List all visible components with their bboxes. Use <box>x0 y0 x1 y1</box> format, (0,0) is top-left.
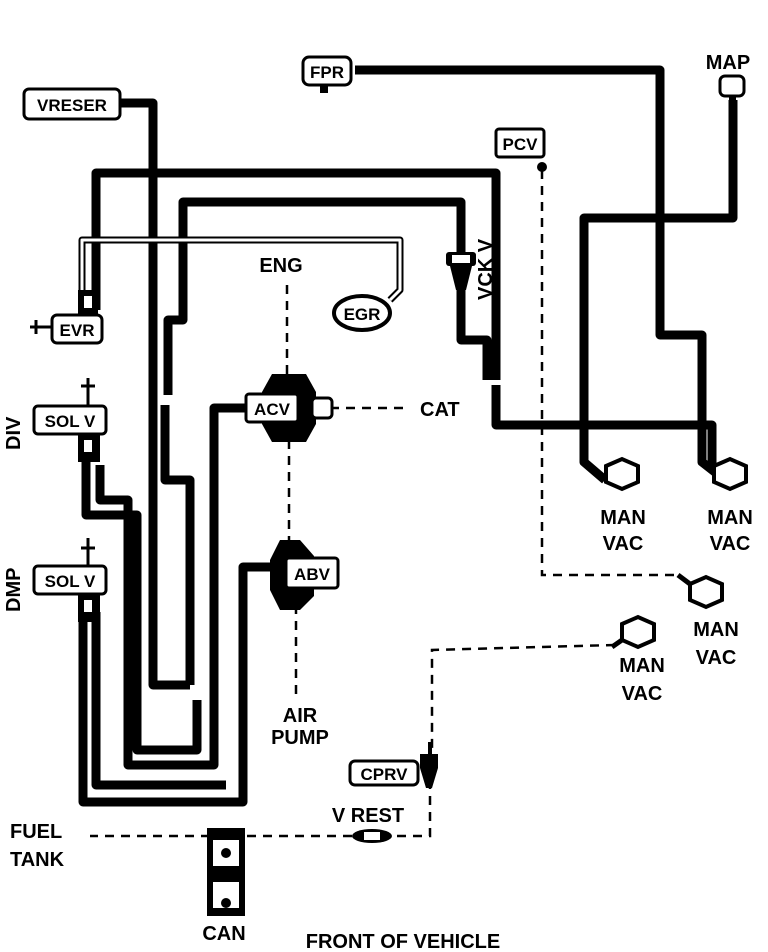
fpr-label: FPR <box>310 63 344 82</box>
hose-vckv-lower <box>456 290 492 380</box>
man-vac-1-vac: VAC <box>603 533 644 555</box>
vreser-component: VRESER <box>22 87 122 121</box>
dash-cprv-vrest <box>392 780 432 838</box>
hose-map <box>579 100 738 484</box>
dashed-lines <box>90 170 678 838</box>
tank-label: TANK <box>10 849 65 871</box>
man-vac-3-man: MAN <box>693 619 739 641</box>
vrest-component: V REST <box>332 805 404 843</box>
vacuum-hoses <box>78 65 738 807</box>
man-vac-2-vac: VAC <box>710 533 751 555</box>
div-sol-v-component: SOL V <box>32 378 108 462</box>
hose-vreser <box>120 98 158 395</box>
dmp-sol-v-label: SOL V <box>45 572 96 591</box>
dash-man-cprv <box>430 643 616 760</box>
man-vac-fitting-2: MAN VAC <box>707 456 753 555</box>
egr-label: EGR <box>344 305 381 324</box>
vckv-component: VCK V <box>446 238 497 300</box>
div-sol-v-label: SOL V <box>45 412 96 431</box>
pump-label: PUMP <box>271 727 329 749</box>
hose-central-1 <box>148 395 190 690</box>
fuel-label: FUEL <box>10 821 62 843</box>
vrest-label: V REST <box>332 805 404 827</box>
man-vac-2-man: MAN <box>707 507 753 529</box>
vreser-label: VRESER <box>37 96 107 115</box>
vckv-label: VCK V <box>475 238 497 300</box>
hose-central-2 <box>160 405 195 685</box>
div-label: DIV <box>3 416 25 450</box>
dmp-label: DMP <box>3 568 25 612</box>
evr-component: EVR <box>30 290 104 345</box>
hose-inner-loop <box>163 197 466 395</box>
hose-div <box>81 455 202 755</box>
man-vac-1-man: MAN <box>600 507 646 529</box>
man-vac-3-vac: VAC <box>696 647 737 669</box>
man-vac-fitting-3: MAN VAC <box>676 573 739 669</box>
hose-egr-double <box>78 236 404 303</box>
pcv-component: PCV <box>494 127 547 172</box>
fpr-component: FPR <box>301 55 353 93</box>
hose-dmp <box>91 612 226 790</box>
abv-component: ABV <box>270 540 340 610</box>
pcv-label: PCV <box>503 135 539 154</box>
hose-vckv-man <box>491 385 717 465</box>
man-vac-fitting-1: MAN VAC <box>600 456 646 555</box>
map-component: MAP <box>706 52 750 102</box>
air-label: AIR <box>283 705 318 727</box>
man-vac-4-man: MAN <box>619 655 665 677</box>
acv-component: ACV <box>244 374 334 442</box>
egr-component: EGR <box>332 294 392 332</box>
dash-pcv-man <box>540 170 678 577</box>
can-component: CAN <box>202 828 246 945</box>
map-label: MAP <box>706 52 750 74</box>
cprv-label: CPRV <box>361 765 409 784</box>
abv-label: ABV <box>294 565 331 584</box>
evr-label: EVR <box>60 321 95 340</box>
hose-fpr <box>355 65 728 484</box>
eng-label: ENG <box>259 255 302 277</box>
hose-acv <box>95 403 248 770</box>
acv-label: ACV <box>254 400 291 419</box>
front-of-vehicle-label: FRONT OF VEHICLE <box>306 931 500 952</box>
dmp-sol-v-component: SOL V <box>32 538 108 622</box>
man-vac-fitting-4: MAN VAC <box>610 614 665 705</box>
cat-label: CAT <box>420 399 460 421</box>
man-vac-4-vac: VAC <box>622 683 663 705</box>
can-label: CAN <box>202 923 245 945</box>
cprv-component: CPRV <box>348 742 438 788</box>
hose-abv <box>78 562 274 807</box>
